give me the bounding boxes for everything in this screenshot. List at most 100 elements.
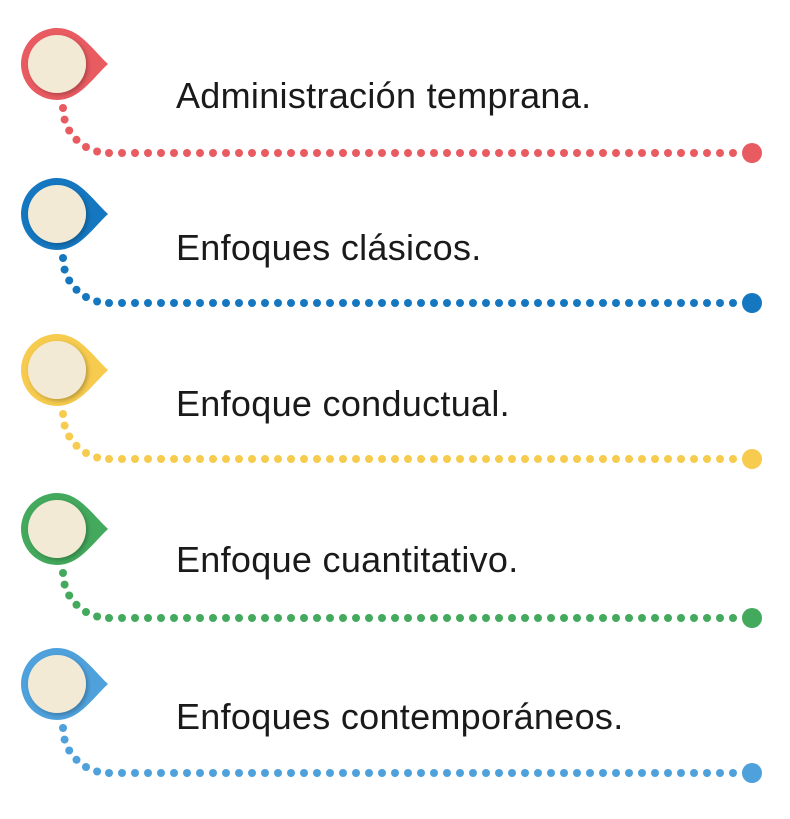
connector-dot (534, 769, 542, 777)
connector-dot (209, 299, 217, 307)
connector-dot (235, 455, 243, 463)
connector-dot (690, 299, 698, 307)
connector-dot (586, 614, 594, 622)
connector-dot (586, 149, 594, 157)
connector-dot (664, 769, 672, 777)
connector-dot (274, 455, 282, 463)
connector-dot (690, 149, 698, 157)
connector-dot (625, 769, 633, 777)
connector-dot (599, 149, 607, 157)
connector-dot (495, 455, 503, 463)
connector-dot (638, 149, 646, 157)
timeline-item-5 (21, 648, 762, 783)
connector-dot (300, 455, 308, 463)
connector-dot (183, 455, 191, 463)
connector-dot (365, 455, 373, 463)
connector-dot (105, 455, 113, 463)
connector-dot (495, 614, 503, 622)
connector-dot (638, 614, 646, 622)
connector-dot (560, 614, 568, 622)
connector-dot (599, 769, 607, 777)
connector-dot (560, 299, 568, 307)
connector-dot (469, 769, 477, 777)
connector-dot (625, 149, 633, 157)
connector-dot (313, 769, 321, 777)
connector-dot (352, 299, 360, 307)
connector-dot (417, 614, 425, 622)
connector-dot (534, 455, 542, 463)
connector-dot (131, 769, 139, 777)
connector-dot (105, 614, 113, 622)
connector-dot (443, 769, 451, 777)
connector-dot (482, 614, 490, 622)
connector-dot (131, 299, 139, 307)
connector-dot (391, 614, 399, 622)
connector-dot (456, 299, 464, 307)
connector-dot (417, 149, 425, 157)
connector-dot (573, 614, 581, 622)
connector-dot (196, 769, 204, 777)
connector-dot (625, 299, 633, 307)
connector-dot (170, 299, 178, 307)
connector-dot (105, 769, 113, 777)
connector-dot (170, 769, 178, 777)
connector-dot (352, 769, 360, 777)
connector-dot (469, 614, 477, 622)
connector-dot (378, 299, 386, 307)
connector-dot (196, 149, 204, 157)
connector-dot (586, 769, 594, 777)
connector-dot (274, 299, 282, 307)
connector-dot (690, 614, 698, 622)
connector-dot (72, 135, 81, 144)
connector-dot (274, 149, 282, 157)
connector-dot (456, 614, 464, 622)
connector-dot (365, 299, 373, 307)
connector-dot (222, 769, 230, 777)
item-label-3: Enfoque conductual. (176, 383, 510, 424)
connector-dot (248, 455, 256, 463)
connector-dot (547, 614, 555, 622)
connector-dot (664, 299, 672, 307)
connector-dot (521, 455, 529, 463)
connector-dot (248, 769, 256, 777)
connector-dot (651, 769, 659, 777)
connector-dot (352, 149, 360, 157)
connector-dot (326, 455, 334, 463)
connector-dot (300, 299, 308, 307)
connector-dot (82, 763, 90, 771)
connector-dot (157, 455, 165, 463)
connector-dot (326, 299, 334, 307)
connector-dot (404, 614, 412, 622)
connector-end-dot (742, 449, 762, 469)
connector-dot (326, 149, 334, 157)
connector-dot (560, 149, 568, 157)
connector-dot (404, 149, 412, 157)
connector-dot (378, 149, 386, 157)
connector-dot (404, 299, 412, 307)
connector-dot (417, 299, 425, 307)
connector-dot (60, 735, 69, 744)
connector-dot (586, 455, 594, 463)
connector-dot (690, 769, 698, 777)
connector-dot (274, 614, 282, 622)
connector-dot (729, 455, 737, 463)
connector-dot (105, 299, 113, 307)
connector-dot (60, 421, 69, 430)
connector-dot (430, 769, 438, 777)
connector-dot (118, 299, 126, 307)
connector-dot (157, 299, 165, 307)
connector-dot (118, 149, 126, 157)
connector-dot (391, 299, 399, 307)
connector-dot (235, 614, 243, 622)
connector-dot (599, 299, 607, 307)
connector-dot (72, 755, 81, 764)
connector-dot (391, 455, 399, 463)
connector-dot (521, 299, 529, 307)
connector-dot (469, 455, 477, 463)
connector-dot (547, 149, 555, 157)
connector-dot (93, 612, 102, 621)
connector-dot (573, 299, 581, 307)
connector-dot (209, 769, 217, 777)
marker-inner-circle (28, 35, 86, 93)
connector-dot (677, 299, 685, 307)
